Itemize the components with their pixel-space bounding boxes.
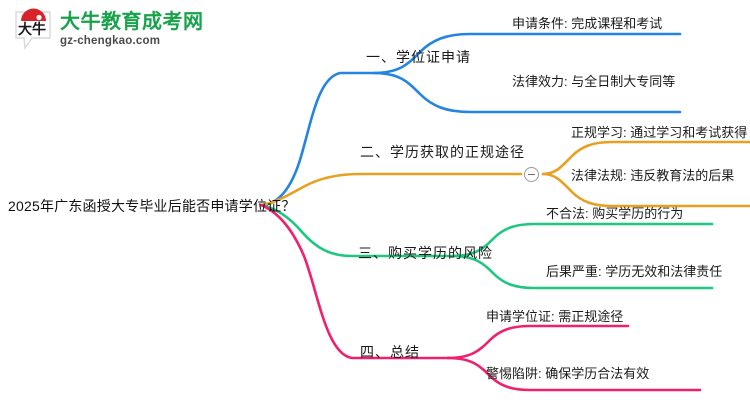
- root-node-title[interactable]: 2025年广东函授大专毕业后能否申请学位证？: [8, 198, 296, 214]
- branch-line-2-child-1: [541, 140, 750, 176]
- branch-line-1: [259, 71, 376, 207]
- branch-label-4[interactable]: 四、总结: [360, 344, 420, 360]
- brand-domain: gz-chengkao.com: [60, 35, 161, 48]
- branch-line-4-child-1: [446, 324, 630, 360]
- branch-line-1-child-2: [372, 71, 682, 114]
- branch-line-3: [259, 203, 454, 258]
- branch-line-3-child-2: [450, 254, 714, 290]
- leaf-label-1-2[interactable]: 法律效力: 与全日制大专同等: [512, 74, 676, 89]
- branch-line-1-child-1: [372, 32, 682, 75]
- branch-label-3[interactable]: 三、购买学历的风险: [358, 245, 493, 261]
- leaf-label-4-1[interactable]: 申请学位证: 需正规途径: [486, 309, 624, 324]
- leaf-label-3-1[interactable]: 不合法: 购买学历的行为: [546, 206, 684, 221]
- minus-circle-icon[interactable]: [524, 167, 539, 182]
- brand-text: 大牛教育成考网 gz-chengkao.com: [60, 12, 204, 48]
- svg-text:大牛: 大牛: [18, 21, 46, 37]
- leaf-label-3-2[interactable]: 后果严重: 学历无效和法律责任: [546, 264, 723, 279]
- leaf-label-2-2[interactable]: 法律法规: 违反教育法的后果: [571, 168, 735, 183]
- branch-line-4-child-2: [446, 356, 702, 392]
- speech-bubble-logo-icon: 大牛: [12, 8, 54, 52]
- branch-line-2-child-2: [541, 172, 750, 208]
- brand-watermark: 大牛 大牛教育成考网 gz-chengkao.com: [12, 8, 204, 52]
- brand-name: 大牛教育成考网: [60, 11, 204, 34]
- leaf-label-4-2[interactable]: 警惕陷阱: 确保学历合法有效: [486, 366, 650, 381]
- leaf-label-2-1[interactable]: 正规学习: 通过学习和考试获得: [571, 125, 748, 140]
- branch-line-4: [259, 203, 450, 360]
- branch-label-2[interactable]: 二、学历获取的正规途径: [360, 144, 525, 160]
- logo-svg: 大牛: [15, 8, 51, 50]
- branch-line-2: [259, 172, 523, 207]
- leaf-label-1-1[interactable]: 申请条件: 完成课程和考试: [512, 16, 663, 31]
- branch-label-1[interactable]: 一、学位证申请: [366, 49, 471, 65]
- branch-line-3-child-1: [450, 222, 714, 258]
